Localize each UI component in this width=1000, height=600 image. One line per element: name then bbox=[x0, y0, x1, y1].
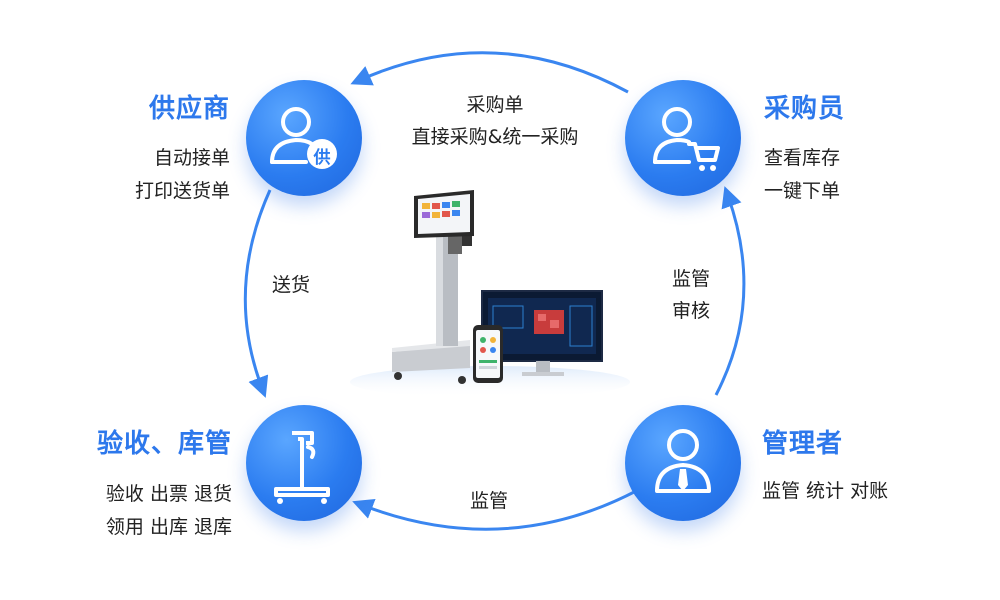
flow-right-line-1: 监管 bbox=[672, 268, 711, 290]
arrow-left bbox=[243, 189, 272, 398]
scale-icon bbox=[274, 431, 330, 504]
arrow-right bbox=[714, 186, 746, 396]
receiver-circle bbox=[246, 405, 362, 521]
purchaser-line-1: 查看库存 bbox=[764, 147, 841, 169]
supplier-person-icon bbox=[270, 107, 337, 169]
flow-bottom: 监管 bbox=[470, 490, 509, 512]
flow-top-line-1: 采购单 bbox=[466, 94, 524, 116]
supplier-line-2: 打印送货单 bbox=[134, 180, 230, 202]
receiver-line-1: 验收 出票 退货 bbox=[105, 483, 232, 505]
arrow-bottom bbox=[352, 488, 639, 531]
purchaser-line-2: 一键下单 bbox=[764, 180, 841, 202]
manager-title: 管理者 bbox=[762, 429, 844, 459]
center-product-image bbox=[350, 190, 630, 398]
manager-line-1: 监管 统计 对账 bbox=[762, 480, 889, 502]
arrow-top bbox=[350, 51, 629, 94]
flow-left: 送货 bbox=[272, 274, 311, 296]
supplier-circle: 供 bbox=[246, 80, 362, 196]
manager-circle bbox=[625, 405, 741, 521]
flow-top-line-2: 直接采购&统一采购 bbox=[411, 126, 579, 148]
supplier-line-1: 自动接单 bbox=[153, 147, 230, 169]
receiver-line-2: 领用 出库 退库 bbox=[105, 516, 232, 538]
purchaser-cart-icon bbox=[653, 107, 720, 171]
purchaser-title: 采购员 bbox=[764, 94, 846, 124]
flow-right-line-2: 审核 bbox=[672, 300, 711, 322]
purchaser-circle bbox=[625, 80, 741, 196]
supplier-badge-char: 供 bbox=[313, 148, 331, 168]
receiver-title: 验收、库管 bbox=[96, 429, 232, 459]
supplier-title: 供应商 bbox=[148, 94, 230, 124]
manager-tie-icon bbox=[655, 429, 711, 493]
